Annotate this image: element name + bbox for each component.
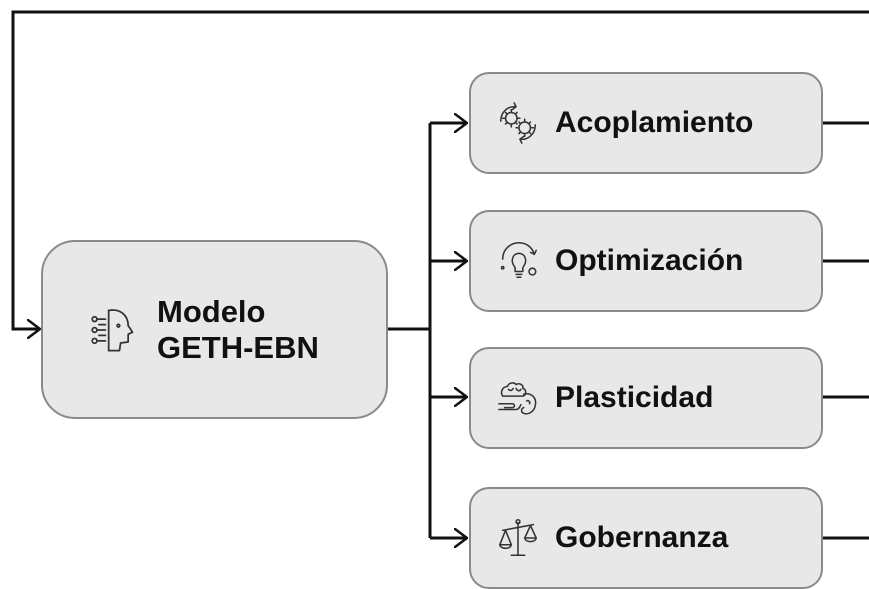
- branch-node-acoplamiento: Acoplamiento: [469, 72, 823, 174]
- branch-label-acoplamiento: Acoplamiento: [555, 106, 754, 139]
- feedback-loop-connector: [11, 10, 869, 329]
- branch-label-gobernanza: Gobernanza: [555, 521, 729, 554]
- branch-label-plasticidad: Plasticidad: [555, 381, 714, 414]
- branch-node-optimizacion: Optimización: [469, 210, 823, 312]
- brain-hand-icon: [495, 375, 541, 421]
- branch-node-plasticidad: Plasticidad: [469, 347, 823, 449]
- branch-label-optimizacion: Optimización: [555, 244, 744, 277]
- lightbulb-cycle-icon: [495, 238, 541, 284]
- main-node: Modelo GETH-EBN: [41, 240, 388, 419]
- main-node-label: Modelo GETH-EBN: [157, 294, 319, 366]
- balance-scale-icon: [495, 515, 541, 561]
- branch-node-gobernanza: Gobernanza: [469, 487, 823, 589]
- main-node-label-line2: GETH-EBN: [157, 329, 319, 365]
- gears-coupling-icon: [495, 100, 541, 146]
- main-node-label-line1: Modelo: [157, 293, 266, 329]
- ai-head-circuit-icon: [87, 304, 139, 356]
